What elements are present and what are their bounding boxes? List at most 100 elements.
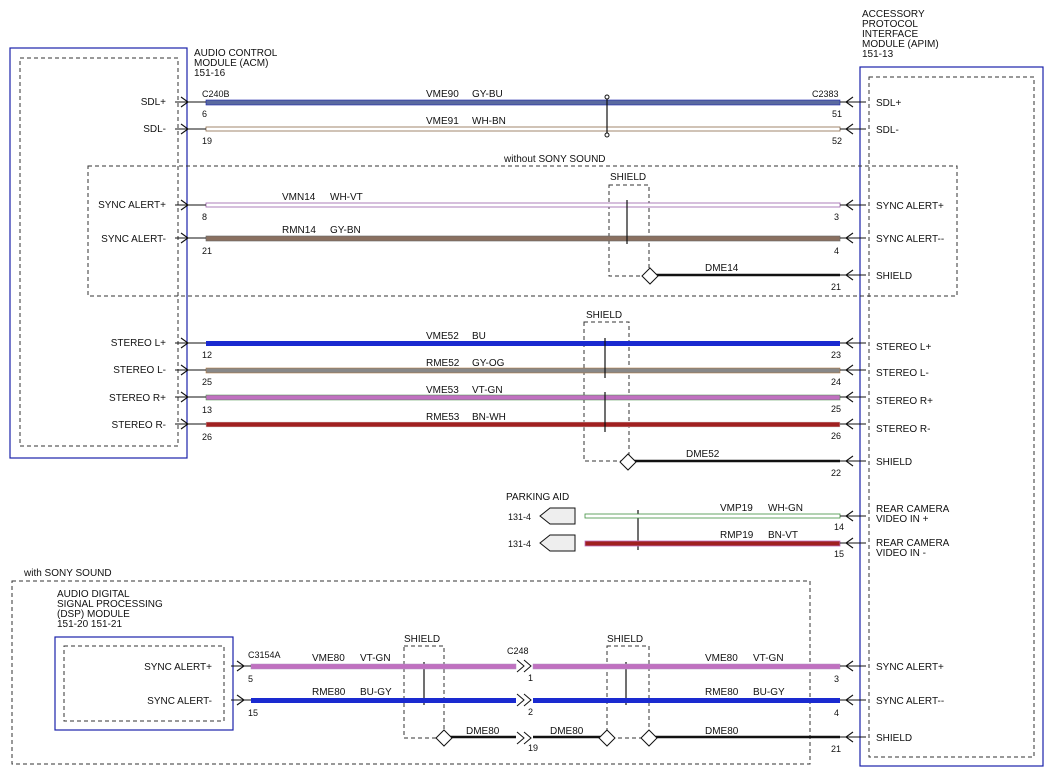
- parking-connector-plus: [539, 507, 576, 525]
- circuit-label: DME80: [550, 726, 584, 737]
- circuit-label: RME80: [312, 687, 346, 698]
- dsp-title: AUDIO DIGITAL SIGNAL PROCESSING (DSP) MO…: [57, 589, 166, 630]
- with-sony-label: with SONY SOUND: [23, 568, 112, 579]
- right-pin-number: 23: [831, 350, 841, 360]
- right-pin-name: STEREO L+: [876, 342, 931, 353]
- left-pin-number: 21: [202, 246, 212, 256]
- left-pin-name: STEREO L-: [113, 365, 166, 376]
- left-pin-name: STEREO R+: [109, 393, 166, 404]
- wire-vme90: [205, 99, 841, 106]
- wire-color-label: VT-GN: [753, 653, 784, 664]
- connector-c3154a: C3154A: [248, 650, 281, 660]
- right-pin-name: SHIELD: [876, 271, 912, 282]
- dsp-inner-dashed: [63, 645, 225, 722]
- right-pin-name: SYNC ALERT--: [876, 696, 944, 707]
- left-pin-number: 19: [202, 136, 212, 146]
- left-pin-number: 25: [202, 377, 212, 387]
- left-pin-number: 26: [202, 432, 212, 442]
- wire-color-label: BU-GY: [753, 687, 785, 698]
- connector-c240b: C240B: [202, 89, 230, 99]
- dsp-pin-name: SYNC ALERT-: [147, 696, 212, 707]
- right-pin-name: REAR CAMERA VIDEO IN +: [876, 504, 952, 525]
- circuit-labels: VME90 GY-BU VME91 WH-BN VMN14 WH-VT RMN1…: [282, 89, 803, 737]
- wire-rme52: [205, 367, 841, 374]
- right-pin-name: STEREO R-: [876, 424, 930, 435]
- acm-module-box: [9, 47, 188, 459]
- right-pin-number: 25: [831, 404, 841, 414]
- without-sony-label: without SONY SOUND: [503, 154, 606, 165]
- right-pin-number: 3: [834, 674, 839, 684]
- circuit-label: RME53: [426, 412, 460, 423]
- parking-aid-label: PARKING AID: [506, 492, 569, 503]
- circuit-label: RME52: [426, 358, 460, 369]
- drain-diamond-dme80-c: [640, 729, 658, 747]
- circuit-label: RMN14: [282, 225, 316, 236]
- acm-pin-chevrons: [175, 96, 251, 706]
- drain-diamond-dme52: [619, 453, 637, 471]
- parking-ref-minus: 131-4: [508, 539, 531, 549]
- acm-title: AUDIO CONTROL MODULE (ACM) 151-16: [194, 48, 280, 79]
- acm-pin-labels: SDL+ 6 SDL- 19 SYNC ALERT+ 8 SYNC ALERT-…: [98, 97, 212, 442]
- shield-box-dsp-right: [606, 645, 650, 739]
- left-pin-number: 8: [202, 212, 207, 222]
- shield-label-sync: SHIELD: [610, 172, 646, 183]
- circuit-label: VMN14: [282, 192, 316, 203]
- wire-vme80-b: [532, 663, 841, 670]
- circuit-label: VME53: [426, 385, 459, 396]
- c248-pin-1-symbol: [516, 659, 532, 673]
- left-pin-name: SYNC ALERT+: [98, 200, 166, 211]
- wire-rme53: [205, 421, 841, 428]
- wire-color-label: VT-GN: [472, 385, 503, 396]
- right-pin-name: SHIELD: [876, 733, 912, 744]
- connector-c2383: C2383: [812, 89, 839, 99]
- wire-color-label: WH-VT: [330, 192, 363, 203]
- circuit-label: DME14: [705, 263, 739, 274]
- left-pin-name: STEREO R-: [112, 420, 166, 431]
- right-pin-number: 14: [834, 522, 844, 532]
- c248-pin-1: 1: [528, 673, 533, 683]
- right-pin-number: 21: [831, 744, 841, 754]
- drain-diamond-dme80-a: [435, 729, 453, 747]
- shield-label-dsp-left: SHIELD: [404, 634, 440, 645]
- c248-pin-2: 2: [528, 707, 533, 717]
- twist-dot: [604, 94, 610, 100]
- right-pin-name: STEREO R+: [876, 396, 933, 407]
- right-pin-name: SYNC ALERT--: [876, 234, 944, 245]
- right-pin-number: 52: [832, 136, 842, 146]
- shield-label-dsp-right: SHIELD: [607, 634, 643, 645]
- circuit-label: VME80: [312, 653, 345, 664]
- with-sony-region: [11, 580, 811, 765]
- wire-color-label: WH-BN: [472, 116, 506, 127]
- wire-color-label: WH-GN: [768, 503, 803, 514]
- right-pin-number: 51: [832, 109, 842, 119]
- circuit-label: RME80: [705, 687, 739, 698]
- wire-color-label: GY-OG: [472, 358, 505, 369]
- left-pin-name: SYNC ALERT-: [101, 234, 166, 245]
- right-pin-number: 24: [831, 377, 841, 387]
- shield-box-dsp-left: [403, 645, 445, 739]
- right-pin-number: 22: [831, 468, 841, 478]
- c248-pin-19: 19: [528, 743, 538, 753]
- shield-label-stereo: SHIELD: [586, 310, 622, 321]
- left-pin-number: 12: [202, 350, 212, 360]
- wire-vme80-a: [250, 663, 517, 670]
- apim-pin-labels: SDL+ 51 SDL- 52 SYNC ALERT+ 3 SYNC ALERT…: [831, 98, 952, 754]
- wire-color-label: BN-VT: [768, 530, 798, 541]
- wire-vme91: [205, 126, 841, 132]
- c248-pin-2-symbol: [516, 693, 532, 707]
- parking-ref-plus: 131-4: [508, 512, 531, 522]
- wire-color-label: BN-WH: [472, 412, 506, 423]
- drain-diamond-dme14: [641, 267, 659, 285]
- left-pin-name: SDL-: [143, 124, 166, 135]
- right-pin-name: SYNC ALERT+: [876, 662, 944, 673]
- wire-color-label: VT-GN: [360, 653, 391, 664]
- wire-rmp19: [584, 540, 841, 547]
- wire-color-label: GY-BN: [330, 225, 361, 236]
- left-pin-number: 6: [202, 109, 207, 119]
- apim-pin-chevrons: [840, 96, 866, 743]
- right-pin-number: 26: [831, 431, 841, 441]
- parking-connector-minus: [539, 534, 576, 552]
- without-sony-region: [87, 165, 958, 297]
- right-pin-number: 21: [831, 282, 841, 292]
